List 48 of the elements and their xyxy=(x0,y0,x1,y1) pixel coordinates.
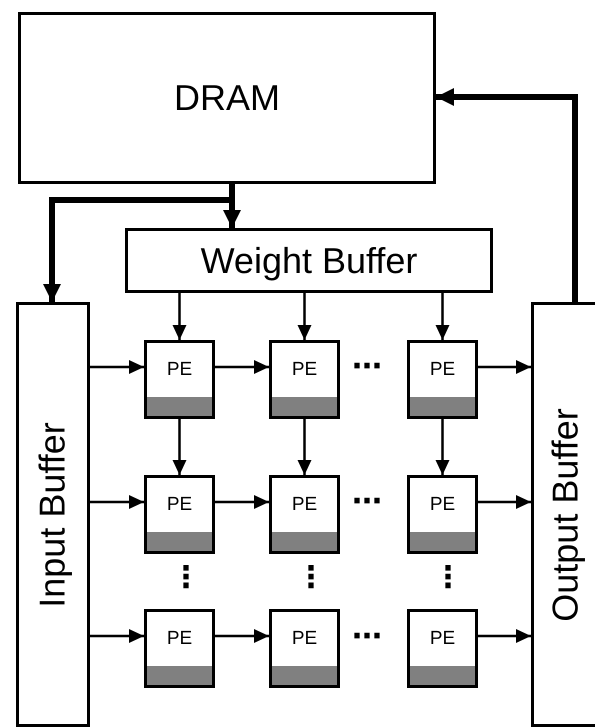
buffer-box xyxy=(125,228,493,293)
arrow xyxy=(436,88,578,302)
arrow xyxy=(90,629,144,643)
arrow xyxy=(436,293,450,340)
arrow xyxy=(478,495,531,509)
processing-element xyxy=(407,475,478,554)
pe-label: PE xyxy=(166,628,192,650)
pe-label: PE xyxy=(430,628,456,650)
box-label: DRAM xyxy=(174,77,280,119)
arrow xyxy=(172,293,186,340)
pe-label: PE xyxy=(166,494,192,516)
processing-element xyxy=(269,609,340,688)
buffer-box xyxy=(531,302,595,727)
ellipsis: ⋯ xyxy=(352,622,382,652)
arrow xyxy=(90,495,144,509)
arrow xyxy=(90,360,144,374)
arrow xyxy=(478,360,531,374)
arrow xyxy=(436,419,450,475)
pe-label: PE xyxy=(430,359,456,381)
arrow xyxy=(298,419,312,475)
arrow xyxy=(215,360,269,374)
pe-label: PE xyxy=(292,494,318,516)
arrow xyxy=(215,495,269,509)
processing-element xyxy=(269,475,340,554)
memory-box xyxy=(18,12,436,184)
buffer-box xyxy=(16,302,90,727)
processing-element xyxy=(407,340,478,419)
pe-label: PE xyxy=(292,628,318,650)
pe-label: PE xyxy=(166,359,192,381)
ellipsis: ⋮ xyxy=(171,563,201,593)
processing-element xyxy=(269,340,340,419)
ellipsis: ⋮ xyxy=(433,563,463,593)
processing-element xyxy=(144,475,215,554)
pe-label: PE xyxy=(292,359,318,381)
ellipsis: ⋯ xyxy=(352,352,382,382)
processing-element xyxy=(144,609,215,688)
arrow xyxy=(172,419,186,475)
processing-element xyxy=(407,609,478,688)
box-label: Weight Buffer xyxy=(200,240,418,282)
ellipsis: ⋯ xyxy=(352,487,382,517)
processing-element xyxy=(144,340,215,419)
pe-label: PE xyxy=(430,494,456,516)
arrow xyxy=(298,293,312,340)
arrow xyxy=(215,629,269,643)
box-label: Input Buffer xyxy=(32,422,74,608)
ellipsis: ⋮ xyxy=(296,563,326,593)
arrow xyxy=(478,629,531,643)
box-label: Output Buffer xyxy=(545,408,587,622)
